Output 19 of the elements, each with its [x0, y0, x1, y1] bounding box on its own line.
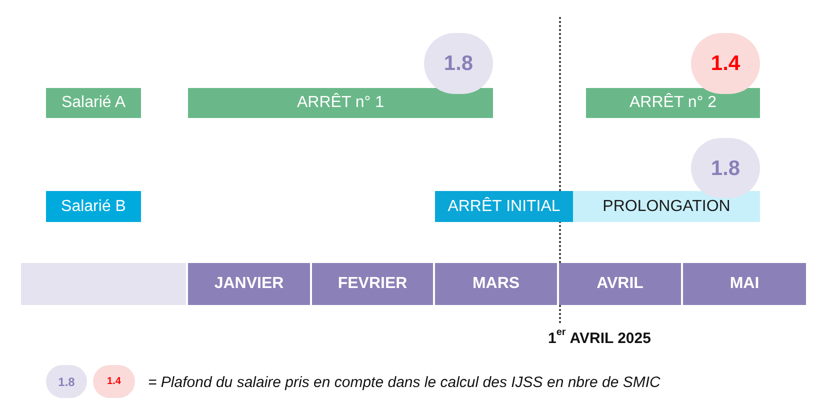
month-bar: MARS [435, 263, 557, 305]
empty-timeline-bar [21, 263, 186, 305]
legend-text: = Plafond du salaire pris en compte dans le calcul des IJSS en nbre de SMIC [148, 372, 662, 392]
sick-leave-bar: ARRÊT INITIAL [435, 191, 573, 222]
month-bar: JANVIER [188, 263, 310, 305]
month-bar: AVRIL [559, 263, 681, 305]
ceiling-badge: 1.4 [691, 33, 760, 94]
employee-label: Salarié B [46, 191, 141, 222]
ceiling-badge: 1.8 [691, 138, 760, 198]
ceiling-badge: 1.8 [424, 33, 493, 94]
sick-leave-bar: ARRÊT n° 2 [586, 88, 760, 118]
sick-leave-bar: ARRÊT n° 1 [188, 88, 493, 118]
ceiling-badge: 1.8 [46, 365, 87, 398]
ceiling-badge: 1.4 [93, 365, 135, 398]
month-bar: FEVRIER [312, 263, 433, 305]
extension-bar: PROLONGATION [573, 191, 760, 222]
employee-label: Salarié A [46, 88, 141, 118]
date-label: 1$^{er}$ AVRIL 2025 [548, 328, 652, 348]
month-bar: MAI [683, 263, 806, 305]
